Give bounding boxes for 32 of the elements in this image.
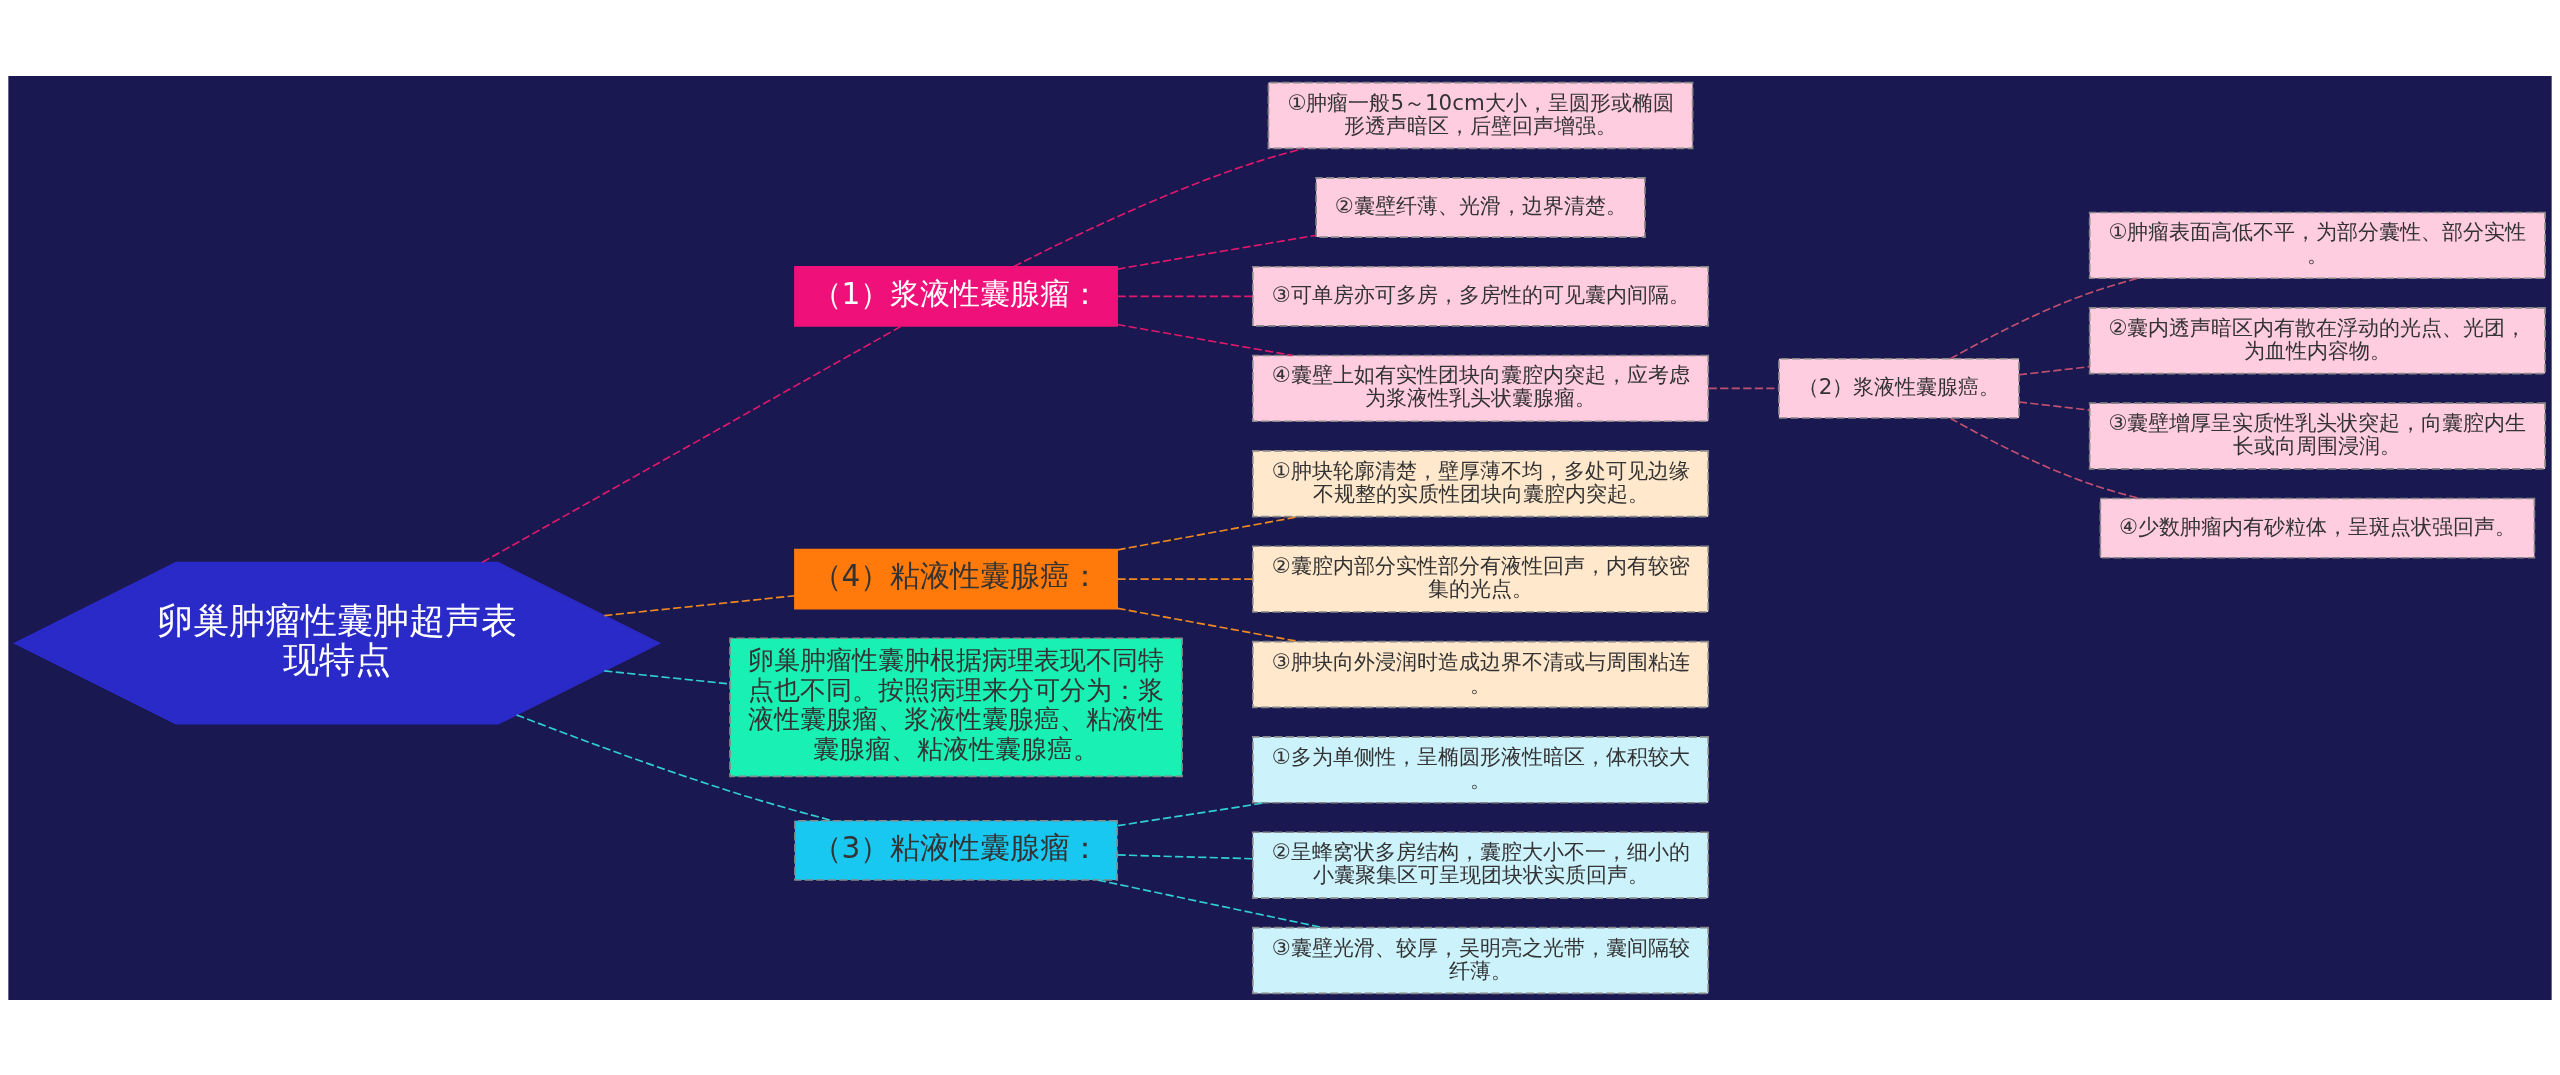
connector [1116, 801, 1267, 826]
connector [2018, 365, 2091, 376]
node-box: ②囊壁纤薄、光滑，边界清楚。 [1315, 176, 1646, 238]
connector [1116, 295, 1254, 297]
connector [1116, 577, 1254, 580]
connector [603, 594, 796, 616]
connector [1116, 323, 1294, 356]
connector [1707, 387, 1780, 389]
node-box: （4）粘液性囊腺癌： [794, 548, 1118, 610]
node-box: ①多为单侧性，呈椭圆形液性暗区，体积较大。 [1252, 735, 1710, 804]
node-box: （3）粘液性囊腺瘤： [794, 819, 1118, 881]
node-box: ③肿块向外浸润时造成边界不清或与周围粘连。 [1252, 640, 1710, 708]
connector [1949, 277, 2139, 360]
node-box: （2）浆液性囊腺癌。 [1778, 357, 2020, 419]
connector [481, 325, 902, 563]
node-box: ④少数肿瘤内有砂粒体，呈斑点状强回声。 [2099, 497, 2536, 559]
node-box: ①肿块轮廓清楚，壁厚薄不均，多处可见边缘不规整的实质性团块向囊腔内突起。 [1252, 449, 1710, 517]
node-box: ②呈蜂窝状多房结构，囊腔大小不一，细小的小囊聚集区可呈现团块状实质回声。 [1252, 830, 1710, 899]
node-box: ①肿瘤一般5～10cm大小，呈圆形或椭圆形透声暗区，后壁回声增强。 [1267, 81, 1694, 149]
node-box: ④囊壁上如有实性团块向囊腔内突起，应考虑为浆液性乳头状囊腺瘤。 [1252, 354, 1710, 422]
connector [1013, 147, 1305, 267]
connector [2018, 400, 2091, 411]
node-box: ③囊壁光滑、较厚，吴明亮之光带，囊间隔较纤薄。 [1252, 926, 1710, 994]
node-box: ②囊腔内部分实性部分有液性回声，内有较密集的光点。 [1252, 544, 1710, 613]
node-box: ③囊壁增厚呈实质性乳头状突起，向囊腔内生长或向周围浸润。 [2088, 401, 2546, 470]
node-box: 卵巢肿瘤性囊肿根据病理表现不同特点也不同。按照病理来分可分为：浆液性囊腺瘤、浆液性囊腺癌、粘液性囊腺瘤、粘液性囊腺癌。 [729, 636, 1183, 777]
node-box: ③可单房亦可多房，多房性的可见囊内间隔。 [1252, 265, 1710, 327]
node-box: ①肿瘤表面高低不平，为部分囊性、部分实性。 [2088, 211, 2546, 279]
node-box: ②囊内透声暗区内有散在浮动的光点、光团，为血性内容物。 [2088, 306, 2546, 374]
connector [1116, 853, 1254, 860]
node-box: （1）浆液性囊腺瘤： [794, 265, 1118, 327]
connector [1116, 234, 1317, 270]
